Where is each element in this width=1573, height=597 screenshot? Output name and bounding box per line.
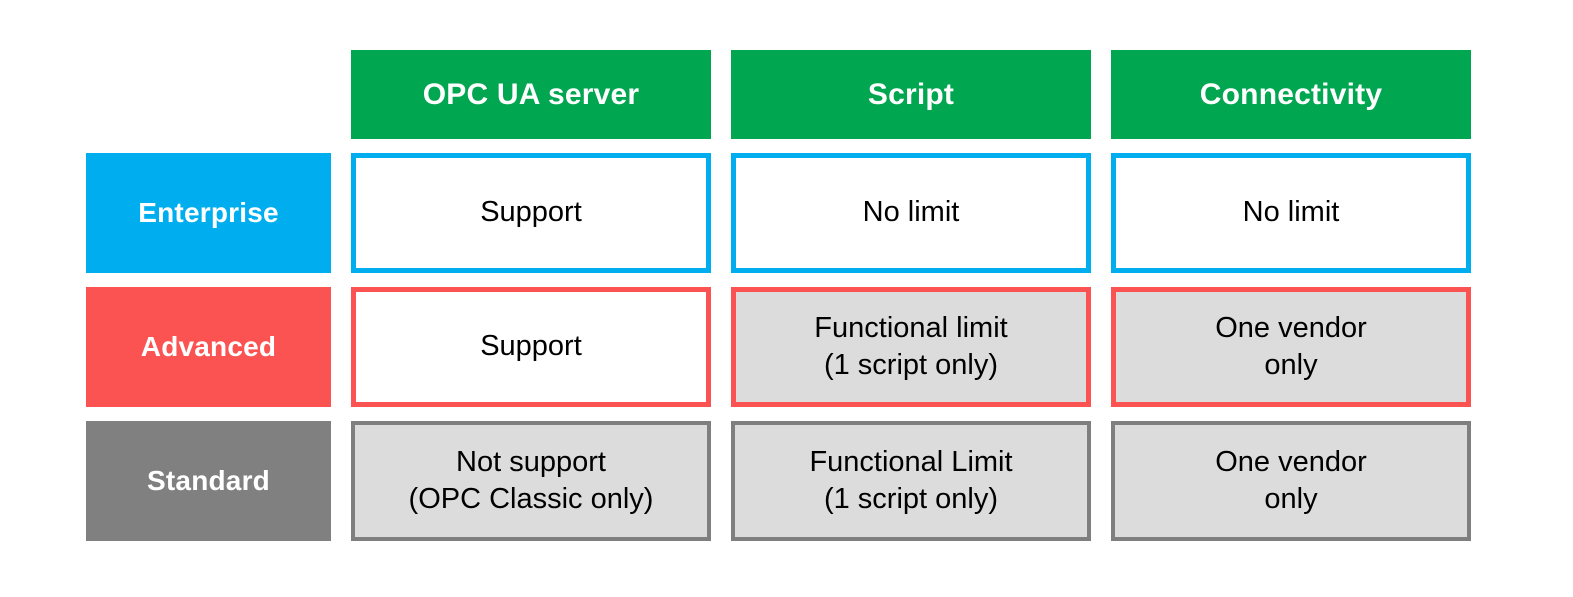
row-label-text: Enterprise [138, 197, 279, 228]
column-header-connectivity: Connectivity [1111, 50, 1471, 139]
cell-value: Functional limit (1 script only) [814, 311, 1008, 381]
cell-value: One vendor only [1215, 445, 1367, 515]
cell-standard-connectivity: One vendor only [1111, 421, 1471, 541]
cell-value: No limit [1242, 196, 1340, 229]
cell-value: No limit [862, 196, 960, 229]
cell-advanced-connectivity: One vendor only [1111, 287, 1471, 407]
column-header-opc-ua-server: OPC UA server [351, 50, 711, 139]
row-label-text: Advanced [140, 331, 277, 362]
cell-advanced-script: Functional limit (1 script only) [731, 287, 1091, 407]
column-header-script: Script [731, 50, 1091, 139]
column-header-label: Script [867, 77, 955, 111]
cell-standard-script: Functional Limit (1 script only) [731, 421, 1091, 541]
row-label-advanced: Advanced [86, 287, 331, 407]
cell-value: Support [480, 330, 582, 363]
cell-value: One vendor only [1215, 311, 1367, 381]
cell-enterprise-script: No limit [731, 153, 1091, 273]
cell-value: Support [480, 196, 582, 229]
row-label-standard: Standard [86, 421, 331, 541]
column-header-label: OPC UA server [422, 77, 640, 111]
row-label-enterprise: Enterprise [86, 153, 331, 273]
matrix-corner [86, 50, 331, 139]
feature-comparison-matrix: OPC UA server Script Connectivity Enterp… [86, 50, 1471, 541]
row-label-text: Standard [147, 465, 270, 496]
cell-advanced-opc-ua-server: Support [351, 287, 711, 407]
cell-value: Functional Limit (1 script only) [809, 445, 1013, 515]
cell-value: Not support (OPC Classic only) [408, 445, 654, 515]
column-header-label: Connectivity [1199, 77, 1383, 111]
cell-standard-opc-ua-server: Not support (OPC Classic only) [351, 421, 711, 541]
cell-enterprise-connectivity: No limit [1111, 153, 1471, 273]
cell-enterprise-opc-ua-server: Support [351, 153, 711, 273]
